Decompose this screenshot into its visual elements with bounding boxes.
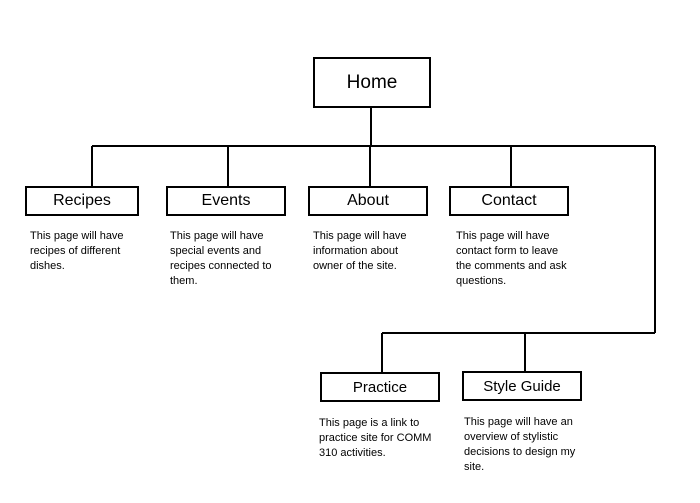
node-style-guide: Style Guide: [462, 371, 582, 401]
node-practice: Practice: [320, 372, 440, 402]
node-recipes: Recipes: [25, 186, 139, 216]
desc-recipes: This page will have recipes of different…: [30, 230, 124, 272]
desc-about: This page will have information about ow…: [313, 230, 407, 272]
node-home: Home: [313, 57, 431, 108]
desc-events: This page will have special events and r…: [170, 230, 272, 287]
desc-style-guide: This page will have an overview of styli…: [464, 416, 576, 473]
desc-practice: This page is a link to practice site for…: [319, 417, 432, 459]
node-contact: Contact: [449, 186, 569, 216]
node-events: Events: [166, 186, 286, 216]
desc-contact: This page will have contact form to leav…: [456, 230, 567, 287]
node-about: About: [308, 186, 428, 216]
